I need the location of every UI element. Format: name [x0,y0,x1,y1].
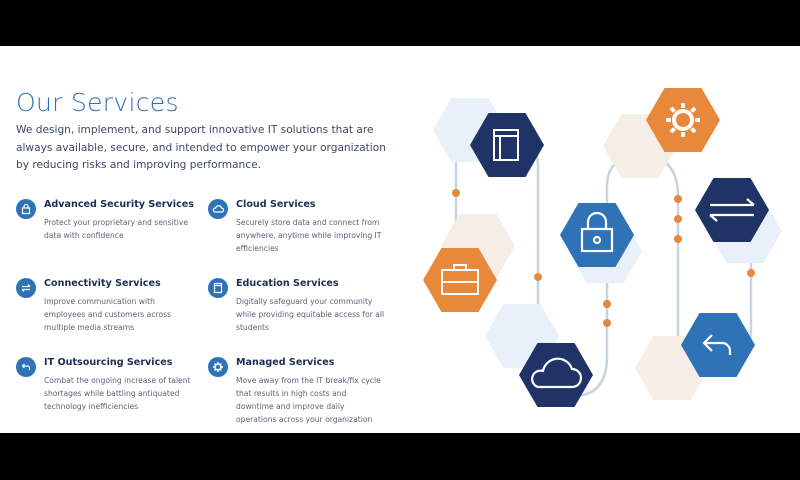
gear-icon [666,103,700,137]
arrows-icon [16,278,36,298]
service-title: IT Outsourcing Services [44,357,173,368]
book-icon [493,129,519,161]
service-title: Education Services [236,278,339,289]
lock-icon [580,211,614,253]
reply-icon [702,334,732,355]
services-section: Our Services We design, implement, and s… [0,46,800,433]
briefcase-icon [441,264,479,295]
briefcase-hexagon [423,248,497,312]
book-icon [208,278,228,298]
service-desc: Protect your proprietary and sensitive d… [44,218,189,240]
reply-hexagon [681,313,755,377]
cloud-icon [208,199,228,219]
service-title: Cloud Services [236,199,316,210]
service-desc: Improve communication with employees and… [44,297,172,332]
orange-dots [452,189,755,327]
gear-icon [208,357,228,377]
lock-icon [16,199,36,219]
arrows-icon [709,198,755,222]
service-title: Advanced Security Services [44,199,194,210]
intro-text: We design, implement, and support innova… [16,124,386,171]
service-desc: Securely store data and connect from any… [236,218,382,253]
lock-hexagon [560,203,634,267]
page-title: Our Services [16,88,179,117]
service-desc: Move away from the IT break/fix cycle th… [236,376,381,424]
arrows-hexagon [695,178,769,242]
service-desc: Digitally safeguard your community while… [236,297,385,332]
book-hexagon [470,113,544,177]
service-title: Connectivity Services [44,278,161,289]
gear-hexagon [646,88,720,152]
service-title: Managed Services [236,357,335,368]
cloud-hexagon [519,343,593,407]
cloud-icon [531,357,583,389]
service-desc: Combat the ongoing increase of talent sh… [44,376,191,411]
services-illustration [423,88,782,407]
reply-icon [16,357,36,377]
